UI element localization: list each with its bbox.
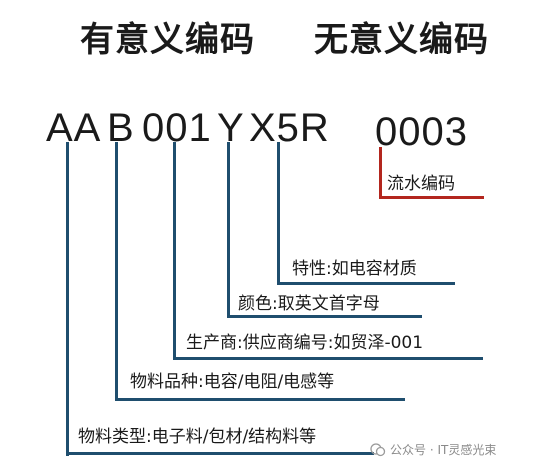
material-type-connector-horizontal [66, 452, 374, 455]
manufacturer-connector-vertical [173, 142, 176, 359]
watermark: 公众号 · IT灵感光束 [370, 441, 496, 458]
code-material-type: AA [46, 106, 102, 150]
code-manufacturer: 001 [142, 106, 212, 150]
serial-connector-horizontal [379, 196, 484, 199]
wechat-icon [370, 442, 386, 456]
property-label: 特性:如电容材质 [292, 259, 417, 279]
material-category-connector-horizontal [115, 398, 405, 401]
material-type-label: 物料类型:电子料/包材/结构料等 [78, 427, 317, 447]
watermark-text: 公众号 · IT灵感光束 [390, 443, 497, 457]
manufacturer-label: 生产商:供应商编号:如贸泽-001 [186, 333, 424, 353]
material-category-label: 物料品种:电容/电阻/电感等 [130, 372, 335, 392]
color-connector-vertical [227, 142, 230, 317]
meaningless-coding-header: 无意义编码 [314, 20, 489, 60]
property-connector-horizontal [277, 282, 455, 285]
serial-label: 流水编码 [387, 174, 455, 194]
code-serial: 0003 [375, 110, 468, 154]
meaningful-coding-header: 有意义编码 [80, 20, 255, 60]
material-type-connector-vertical [66, 142, 69, 456]
color-connector-horizontal [227, 315, 422, 318]
code-property: X5R [249, 106, 330, 150]
material-category-connector-vertical [115, 142, 118, 400]
property-connector-vertical [277, 142, 280, 284]
code-color: Y [217, 106, 245, 150]
code-material-category: B [107, 106, 135, 150]
serial-connector-vertical [379, 147, 382, 198]
manufacturer-connector-horizontal [173, 357, 483, 360]
color-label: 颜色:取英文首字母 [238, 294, 380, 314]
